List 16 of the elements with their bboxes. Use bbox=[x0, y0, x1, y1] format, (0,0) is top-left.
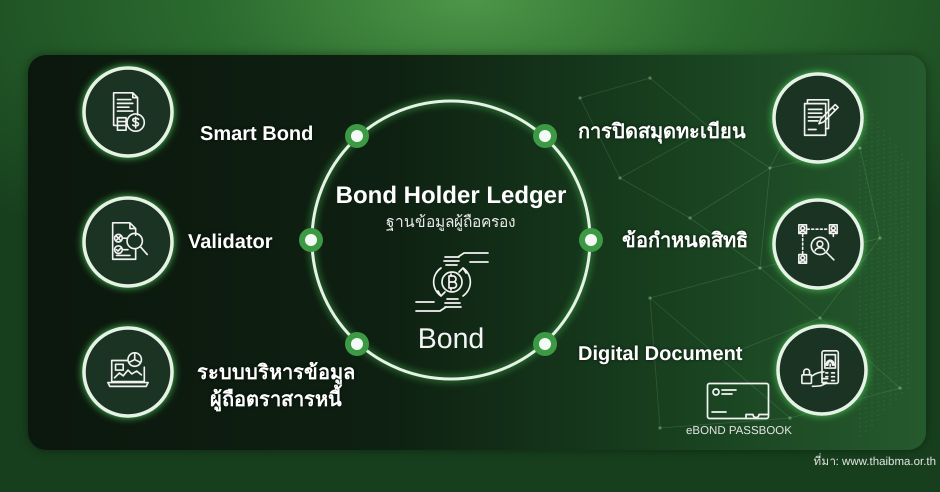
feature-label: Smart Bond bbox=[200, 122, 314, 146]
feature-circle bbox=[771, 197, 865, 291]
icon-caption: eBOND PASSBOOK bbox=[686, 425, 792, 439]
feature-circle bbox=[81, 65, 175, 159]
feature-circle bbox=[771, 71, 865, 165]
hub-title: Bond Holder Ledger bbox=[336, 182, 566, 210]
feature-circle bbox=[81, 325, 175, 419]
bond-label: Bond bbox=[418, 323, 484, 356]
feature-label: ระบบบริหารข้อมูลผู้ถือตราสารหนี้ bbox=[196, 360, 356, 414]
feature-label: การปิดสมุดทะเบียน bbox=[578, 120, 746, 144]
hub-subtitle: ฐานข้อมูลผู้ถือครอง bbox=[386, 214, 516, 232]
feature-label: ข้อกำหนดสิทธิ bbox=[622, 229, 748, 253]
feature-circle bbox=[775, 323, 869, 417]
feature-circle bbox=[81, 195, 175, 289]
feature-label: Validator bbox=[188, 230, 272, 254]
feature-label: Digital Document bbox=[578, 342, 742, 366]
